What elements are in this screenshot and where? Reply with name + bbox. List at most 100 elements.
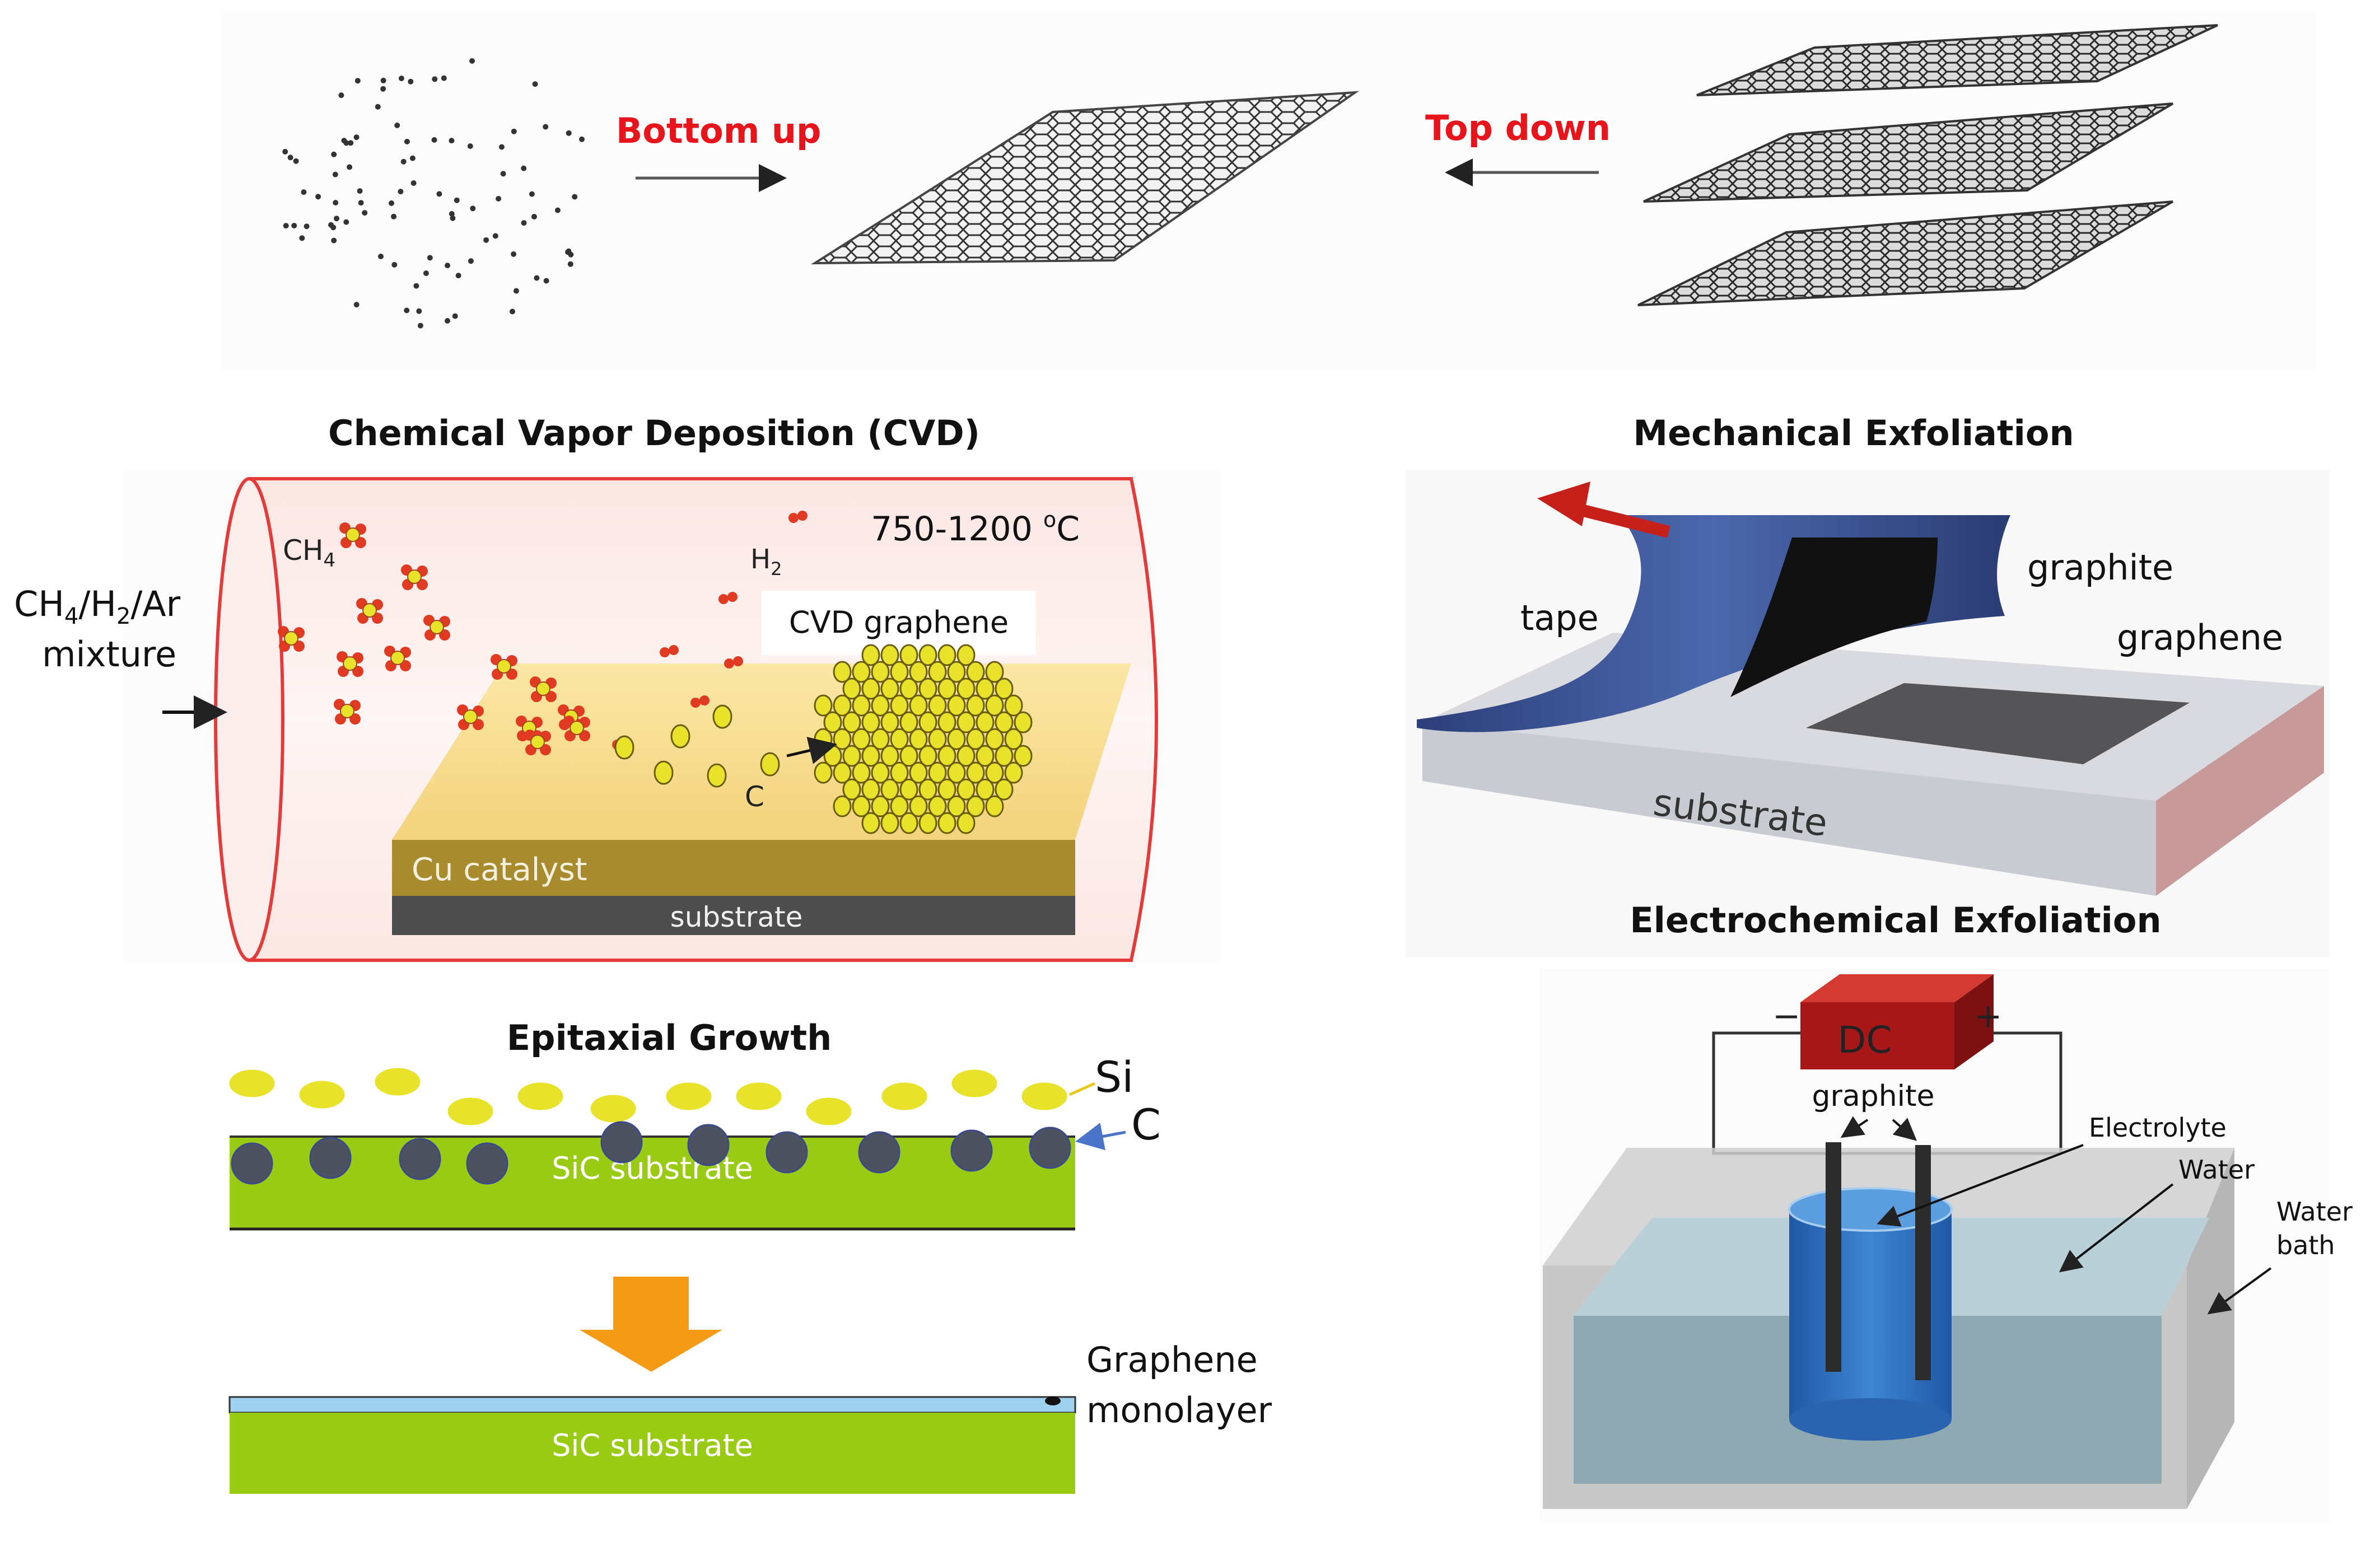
cluster-atom: [861, 778, 880, 801]
cluster-atom: [880, 778, 899, 801]
cluster-atom: [842, 711, 861, 733]
cluster-atom: [899, 778, 918, 801]
cluster-atom: [852, 795, 871, 817]
cluster-atom: [985, 694, 1004, 717]
atom-dot: [416, 308, 422, 314]
atom-dot: [398, 76, 404, 81]
atom-dot: [531, 214, 537, 219]
cluster-atom: [937, 644, 956, 666]
cluster-atom: [976, 778, 995, 801]
cvd-panel: Chemical Vapor Deposition (CVD) Cu catal…: [14, 413, 1221, 963]
cluster-atom: [966, 694, 985, 717]
atom-dot: [510, 309, 515, 315]
carbon-atom: [712, 704, 732, 729]
atom-dot: [347, 164, 353, 170]
atom-dot: [566, 248, 572, 254]
carbon-atom: [600, 1121, 643, 1163]
atom-dot: [455, 273, 461, 279]
atom-dot: [450, 215, 456, 221]
si-label: Si: [1095, 1052, 1133, 1102]
cluster-atom: [814, 694, 833, 717]
cluster-atom: [918, 677, 937, 700]
graphene-label: graphene: [2117, 617, 2283, 658]
atom-dot: [404, 138, 410, 144]
methane-molecule: [530, 676, 557, 702]
atom-dot: [445, 263, 450, 269]
atom-dot: [567, 261, 573, 267]
cluster-atom: [890, 661, 909, 683]
atom-dot: [467, 143, 473, 149]
cluster-atom: [871, 761, 890, 784]
cluster-atom: [956, 644, 976, 666]
atom-dot: [343, 219, 349, 225]
atom-dot: [391, 261, 398, 268]
graphite-stack: [1637, 24, 2218, 306]
cluster-atom: [890, 795, 909, 817]
atom-dot: [380, 86, 386, 92]
carbon-atom: [654, 760, 674, 785]
atom-dot: [408, 78, 414, 85]
atom-dot: [353, 302, 360, 308]
cluster-atom: [899, 644, 918, 666]
carbon-atom: [670, 724, 690, 749]
substrate-block-front: [1422, 722, 2156, 896]
cluster-atom: [995, 677, 1014, 700]
mechanical-title: Mechanical Exfoliation: [1633, 413, 2074, 454]
cluster-atom: [976, 677, 995, 700]
atom-dot: [566, 130, 572, 136]
cluster-atom: [1004, 761, 1023, 784]
cluster-atom: [995, 745, 1014, 767]
silicon-atom: [734, 1081, 783, 1112]
cluster-atom: [947, 728, 966, 750]
graphite-label: graphite: [2027, 547, 2173, 588]
silicon-atom: [880, 1081, 929, 1112]
cluster-atom: [871, 728, 890, 750]
atom-dot: [338, 92, 344, 99]
atom-dot: [283, 223, 289, 229]
atom-dot: [293, 158, 299, 164]
cluster-atom: [909, 661, 928, 683]
atom-dot: [431, 137, 437, 143]
atom-dot: [513, 288, 519, 294]
methane-molecule: [524, 730, 551, 755]
cluster-atom: [956, 711, 976, 733]
cluster-atom: [861, 812, 880, 834]
bottom-up-label: Bottom up: [616, 110, 821, 151]
h2-label: H2: [750, 544, 782, 580]
electrolyte-pointer: [1877, 1144, 2084, 1227]
cluster-atom: [880, 745, 899, 767]
cluster-atom: [871, 661, 890, 683]
atom-dot: [400, 158, 407, 165]
atom-dot: [331, 151, 337, 157]
cluster-atom: [928, 795, 947, 817]
methane-molecule: [334, 699, 361, 725]
methane-molecule: [337, 651, 363, 677]
methane-molecules: [278, 511, 808, 755]
cluster-atom: [966, 728, 985, 750]
gas-mixture-line2: mixture: [42, 634, 176, 675]
atom-dot: [468, 258, 474, 264]
carbon-atom: [766, 1131, 808, 1174]
monolayer-pointer-dot: [1045, 1396, 1061, 1405]
right-electrode: [1915, 1145, 1931, 1380]
cvd-graphene-box: [762, 591, 1036, 655]
cluster-atom: [890, 728, 909, 750]
graphene-cluster: [814, 644, 1033, 834]
tape-label: tape: [1520, 597, 1599, 638]
cluster-atom: [871, 795, 890, 817]
electrochemical-title: Electrochemical Exfoliation: [1630, 900, 2161, 941]
methane-molecule: [423, 615, 450, 641]
cluster-atom: [833, 795, 852, 817]
cluster-atom: [1004, 728, 1023, 750]
silicon-atom: [516, 1081, 565, 1112]
carbon-atom: [1029, 1127, 1071, 1169]
cluster-atom: [833, 761, 852, 784]
cluster-atom: [956, 812, 976, 834]
dc-box: [1800, 1002, 1954, 1069]
cluster-atom: [918, 711, 937, 733]
atom-dot: [331, 237, 337, 244]
substrate-label: substrate: [670, 901, 803, 933]
water-bath-line1: Water: [2276, 1197, 2353, 1227]
left-electrode: [1826, 1142, 1841, 1372]
graphene-monolayer-line1: Graphene: [1086, 1339, 1258, 1380]
